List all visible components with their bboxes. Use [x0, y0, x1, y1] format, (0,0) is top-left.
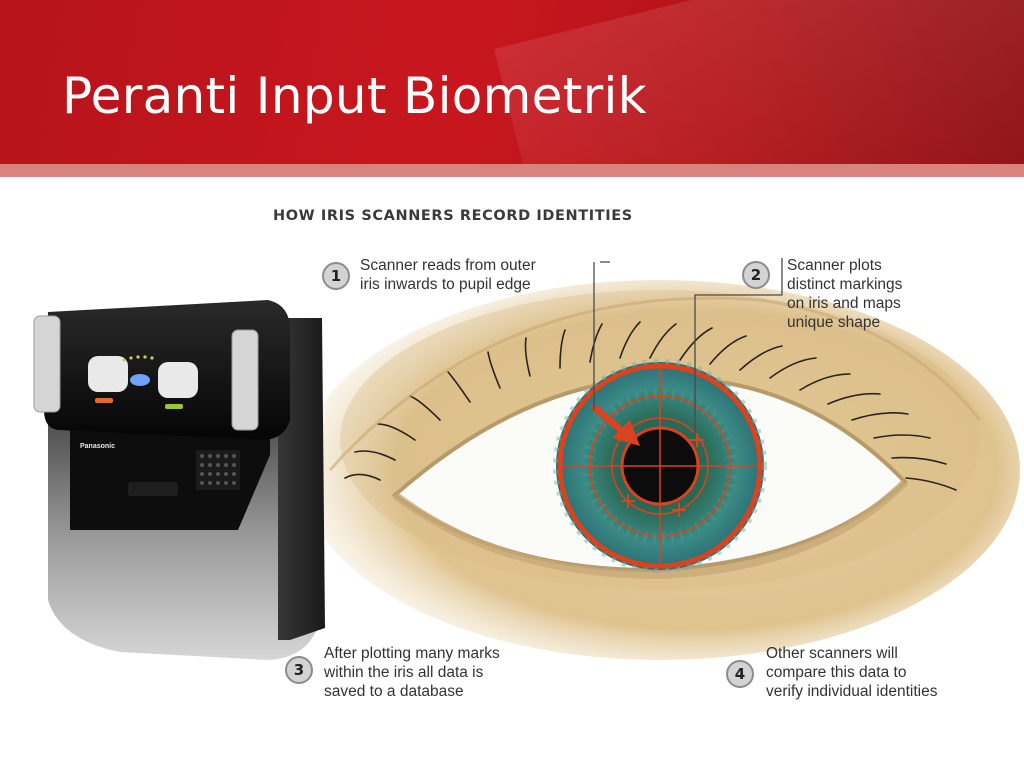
- step-4-text: Other scanners will compare this data to…: [766, 645, 938, 700]
- eyelid-crease: [328, 296, 982, 472]
- step-1-badge: 1: [322, 262, 350, 290]
- header-accent-bar: [0, 164, 1024, 177]
- step-1-text: Scanner reads from outer iris inwards to…: [360, 257, 536, 293]
- lower-eyelid: [392, 479, 908, 580]
- scanner-device: [33, 300, 325, 660]
- scan-direction-arrow: [591, 404, 640, 446]
- leader-lines: [593, 258, 783, 436]
- step-3-text: After plotting many marks within the iri…: [324, 645, 500, 700]
- step-2-badge: 2: [742, 261, 770, 289]
- diagram-heading: HOW IRIS SCANNERS RECORD IDENTITIES: [273, 208, 633, 224]
- step-4-badge: 4: [726, 660, 754, 688]
- step-2-text: Scanner plots distinct markings on iris …: [787, 257, 903, 331]
- step-3-badge: 3: [285, 656, 313, 684]
- device-brand-label: Panasonic: [80, 443, 116, 450]
- iris-markings: [621, 433, 704, 517]
- iris-scanner-illustration: [33, 258, 1020, 660]
- slide-header: Peranti Input Biometrik: [0, 0, 1024, 164]
- eyelashes: [344, 321, 957, 491]
- slide-title: Peranti Input Biometrik: [62, 67, 647, 125]
